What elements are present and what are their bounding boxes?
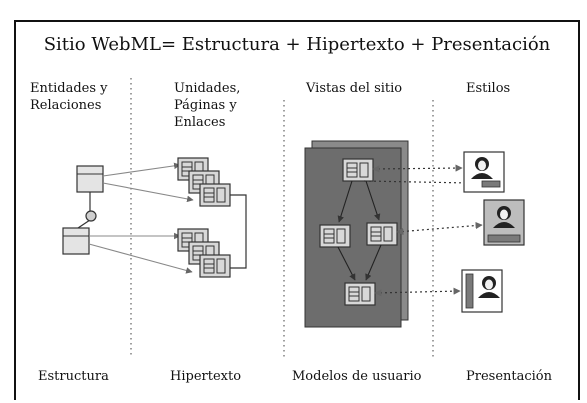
navigation-arrow (337, 180, 353, 223)
mapping-arrow (102, 162, 181, 177)
relationship-node-icon (85, 210, 97, 222)
heading-line: Estilos (466, 81, 511, 96)
page-unit-icon (366, 222, 398, 246)
heading-line: Páginas y (174, 98, 237, 114)
style-portrait-icon (483, 199, 525, 246)
heading-line: Entidades y (30, 81, 108, 96)
mapping-arrow (88, 243, 193, 274)
heading-line: Vistas del sitio (306, 81, 403, 96)
navigation-arrow (337, 246, 356, 281)
footer-presentacion: Presentación (466, 369, 553, 384)
heading-line: Enlaces (174, 115, 226, 131)
navigation-arrow (365, 244, 382, 281)
diagram-title: Sitio WebML= Estructura + Hipertexto + P… (43, 34, 551, 55)
heading-estilos: Estilos (466, 80, 510, 97)
navigation-arrow (365, 180, 381, 221)
heading-vistas: Vistas del sitio (306, 80, 402, 97)
footer-hipertexto: Hipertexto (170, 369, 242, 384)
footer-modelos: Modelos de usuario (292, 369, 422, 384)
entity-box-icon (76, 165, 104, 193)
style-binding-arrow (374, 287, 461, 297)
heading-line: Relaciones (30, 98, 102, 114)
entity-box-icon (62, 227, 90, 255)
relationship-link (77, 219, 91, 229)
heading-unidades: Unidades, Páginas y Enlaces (174, 80, 240, 131)
page-unit-icon (319, 224, 351, 248)
link-bracket (230, 194, 247, 269)
mapping-arrow (102, 182, 194, 203)
page-unit-icon (199, 254, 231, 278)
page-unit-icon (342, 158, 374, 182)
heading-line: Unidades, (174, 81, 241, 96)
page-unit-icon (344, 282, 376, 306)
page-unit-icon (199, 183, 231, 207)
heading-entidades: Entidades y Relaciones (30, 80, 107, 114)
style-portrait-icon (463, 151, 505, 193)
footer-estructura: Estructura (38, 369, 109, 384)
style-portrait-icon (461, 269, 503, 313)
style-binding-arrow (396, 221, 483, 236)
